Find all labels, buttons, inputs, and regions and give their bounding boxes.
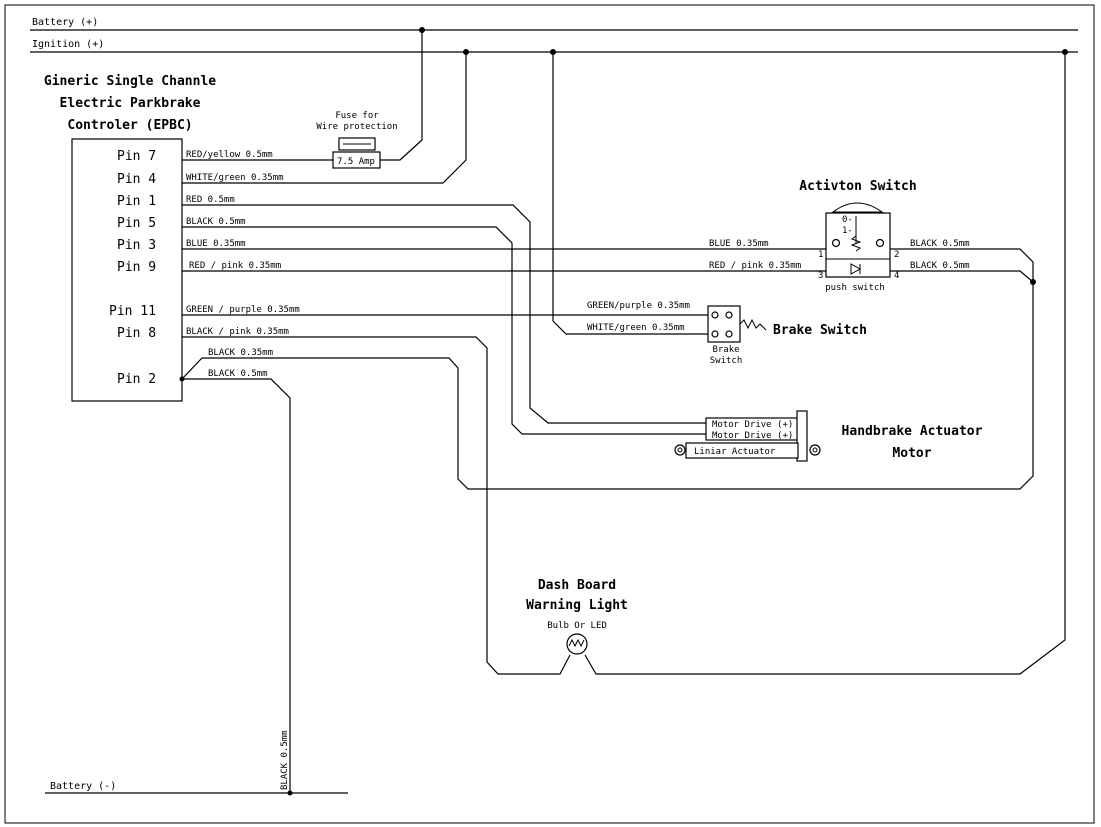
pin4-wire [182,52,467,184]
actuator-title-2: Motor [892,446,931,461]
actuator-drive-2: Motor Drive (+) [712,431,793,441]
ignition-junction-dot-2 [550,49,556,55]
brake-switch-title: Brake Switch [773,323,867,338]
pin-8: Pin 8 [117,326,156,341]
ground-junction-dot [287,790,293,796]
fuse-caption-2: Wire protection [316,122,397,132]
brake-green-label: GREEN/purple 0.35mm [587,301,690,311]
pin5-wire-label: BLACK 0.5mm [186,217,246,227]
ground-wire-label: BLACK 0.5mm [280,730,290,790]
handbrake-actuator: Motor Drive (+) Motor Drive (+) Liniar A… [674,410,983,462]
warning-light-caption: Bulb Or LED [547,621,607,631]
fuse-rating: 7.5 Amp [337,157,375,167]
brake-switch-caption-2: Switch [710,356,743,366]
bulb-filament-icon [568,638,585,648]
ignition-label: Ignition (+) [32,39,104,50]
switch-t3: 3 [818,271,823,281]
ignition-junction-dot-1 [463,49,469,55]
switch-redpink-label: RED / pink 0.35mm [709,261,801,271]
switch-terminal-2 [875,238,885,248]
controller-title-3: Controler (EPBC) [67,118,192,133]
controller: Gineric Single Channle Electric Parkbrak… [44,74,216,402]
switch-caption: push switch [825,283,885,293]
brake-white-label: WHITE/green 0.35mm [587,323,685,333]
actuator-right-eye [809,444,821,456]
switch-black-wire-2 [890,270,1034,283]
actuator-body-label: Liniar Actuator [694,447,776,457]
pin-2: Pin 2 [117,372,156,387]
activation-switch: Activton Switch 0- 1- 1 2 3 4 push switc… [799,179,916,293]
switch-t4: 4 [894,271,899,281]
switch-terminal-1 [831,238,841,248]
pin3-wire-label: BLUE 0.35mm [186,239,246,249]
switch-diode-icon [850,263,862,275]
pin2-upper-label: BLACK 0.35mm [208,348,273,358]
controller-title-2: Electric Parkbrake [60,96,201,111]
pin7-wire-label: RED/yellow 0.5mm [186,150,273,160]
battery-positive-label: Battery (+) [32,17,98,28]
actuator-end-block [796,410,808,462]
switch-t2: 2 [894,250,899,260]
fuse-body [332,151,381,169]
battery-junction-dot [419,27,425,33]
pin-1: Pin 1 [117,194,156,209]
switch-button-cap [831,202,884,213]
pin1-wire-label: RED 0.5mm [186,195,235,205]
fuse-to-battery-wire [380,139,423,161]
activation-switch-title: Activton Switch [799,179,916,194]
pin-11: Pin 11 [109,304,156,319]
switch-black-label-1: BLACK 0.5mm [910,239,970,249]
battery-negative-label: Battery (-) [50,781,116,792]
pin-4: Pin 4 [117,172,156,187]
brake-switch: Brake Switch Brake Switch [707,305,867,366]
pin2-junction-dot [179,376,185,382]
actuator-right-eye-inner [812,447,818,453]
pin2-lower-wire [182,378,291,793]
ignition-junction-dot-3 [1062,49,1068,55]
diagram-frame [4,4,1095,824]
brake-terminal-2 [725,311,733,319]
actuator-title-1: Handbrake Actuator [842,424,983,439]
brake-white-wire [552,52,708,335]
switch-black-junction-dot [1030,279,1036,285]
fuse: Fuse for Wire protection 7.5 Amp [316,111,398,169]
pin-9: Pin 9 [117,260,156,275]
switch-pos-1: 1- [842,226,853,236]
warning-light-title-2: Warning Light [526,598,628,613]
warning-light-title-1: Dash Board [538,578,616,593]
fuse-caption-1: Fuse for [335,111,379,121]
controller-title-1: Gineric Single Channle [44,74,216,89]
brake-switch-caption-1: Brake [712,345,739,355]
warning-light: Dash Board Warning Light Bulb Or LED [526,578,628,655]
controller-box [71,138,183,402]
actuator-left-eye [674,444,686,456]
switch-t1: 1 [818,250,823,260]
pin4-wire-label: WHITE/green 0.35mm [186,173,284,183]
actuator-drive-1: Motor Drive (+) [712,420,793,430]
pin8-wire [182,336,571,675]
brake-spring-icon [739,318,767,331]
brake-terminal-3 [711,330,719,338]
brake-terminal-1 [711,311,719,319]
pin8-wire-label: BLACK / pink 0.35mm [186,327,289,337]
pin2-lower-label: BLACK 0.5mm [208,369,268,379]
pin11-wire-label: GREEN / purple 0.35mm [186,305,300,315]
switch-resistor [850,235,862,252]
switch-pos-0: 0- [842,215,853,225]
pin-7: Pin 7 [117,149,156,164]
pin2-upper-wire [181,282,1034,490]
switch-black-wire-1 [890,248,1034,282]
brake-terminal-4 [725,330,733,338]
pin-5: Pin 5 [117,216,156,231]
pin5-wire [182,226,706,435]
actuator-body [685,442,799,459]
switch-black-label-2: BLACK 0.5mm [910,261,970,271]
switch-blue-label: BLUE 0.35mm [709,239,769,249]
warning-light-return-wire [584,52,1066,675]
actuator-left-eye-inner [677,447,683,453]
pin-3: Pin 3 [117,238,156,253]
pin9-wire-label: RED / pink 0.35mm [189,261,281,271]
